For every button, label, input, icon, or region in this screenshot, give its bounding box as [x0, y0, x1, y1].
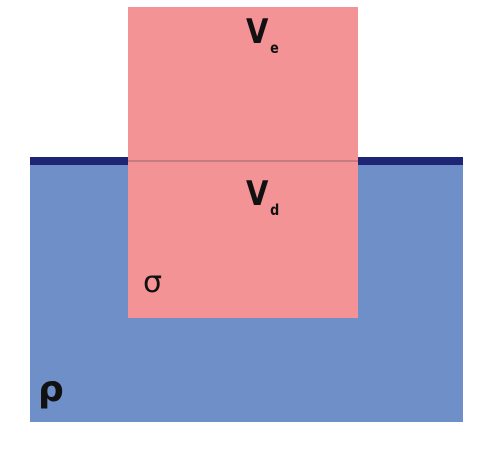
displaced-volume-subscript: d [270, 201, 280, 219]
displaced-volume-symbol: V [246, 174, 269, 214]
block-waterline [128, 160, 358, 162]
emerged-volume-symbol: V [246, 12, 269, 52]
floating-block [128, 7, 358, 318]
block-density-label: σ [143, 265, 163, 300]
emerged-volume-subscript: e [270, 39, 279, 57]
fluid-density-label: ρ [38, 369, 64, 410]
